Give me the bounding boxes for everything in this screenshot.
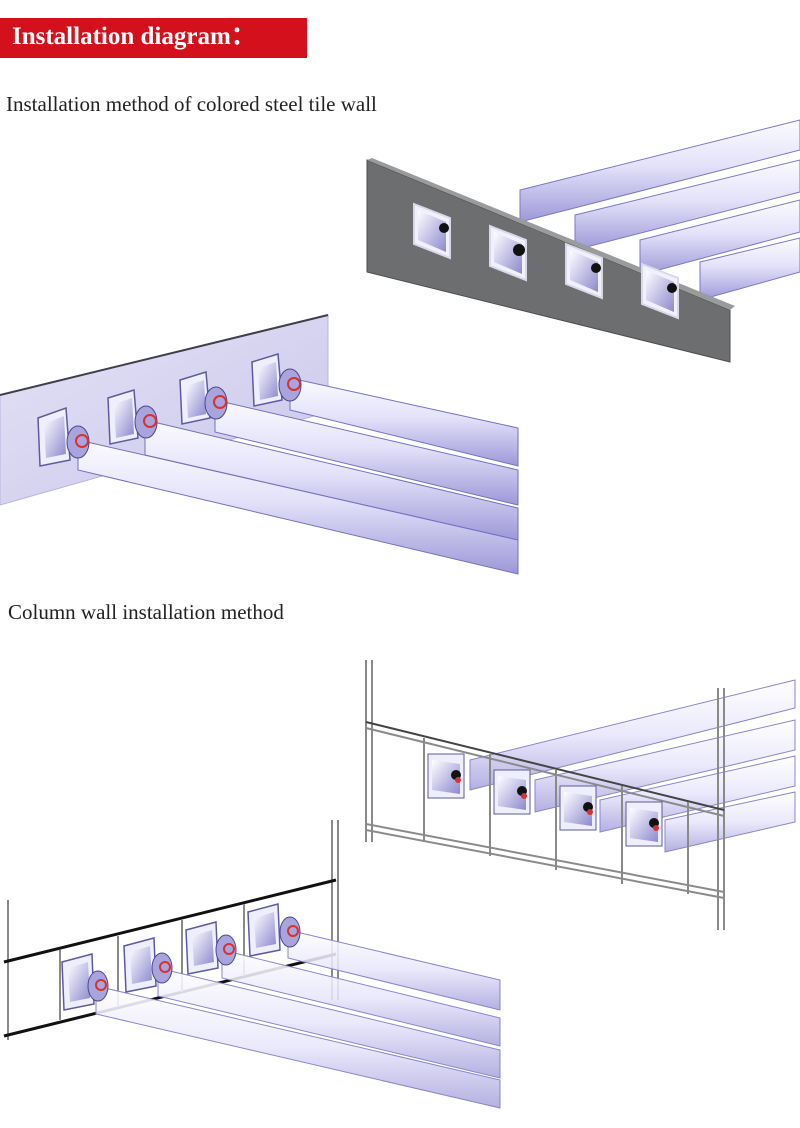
exhaust-fan-2 (107, 389, 158, 445)
fan-opening-3 (565, 242, 603, 300)
front-fan-1 (61, 953, 109, 1011)
fan-opening-2 (489, 224, 527, 282)
figure-column-wall-front (3, 820, 501, 1109)
air-ducts (469, 679, 796, 853)
section-title-banner: Installation diagram： (0, 18, 307, 58)
rear-fan-2 (493, 769, 531, 815)
exhaust-fan-3 (179, 371, 228, 425)
figure-column-wall-rear (365, 660, 796, 930)
exhaust-fan-4 (251, 353, 302, 407)
air-ducts (77, 377, 519, 575)
heading-column-wall-method: Column wall installation method (8, 600, 284, 624)
air-ducts (519, 119, 800, 301)
front-fan-4 (247, 903, 301, 957)
exhaust-fan-1 (37, 406, 90, 467)
page-title: Installation diagram： (12, 23, 256, 50)
heading-steel-tile-method: Installation method of colored steel til… (6, 92, 377, 116)
rear-fan-4 (625, 801, 663, 847)
front-fan-3 (185, 921, 237, 975)
fan-opening-4 (641, 262, 679, 320)
figure-steel-wall-front (0, 314, 519, 575)
rear-fan-1 (427, 753, 465, 799)
front-fan-2 (123, 937, 173, 993)
rear-fan-3 (559, 785, 597, 831)
figure-steel-wall-rear (366, 119, 800, 363)
steel-column-frame (365, 660, 725, 930)
air-ducts (95, 929, 501, 1109)
fan-opening-1 (413, 202, 451, 260)
